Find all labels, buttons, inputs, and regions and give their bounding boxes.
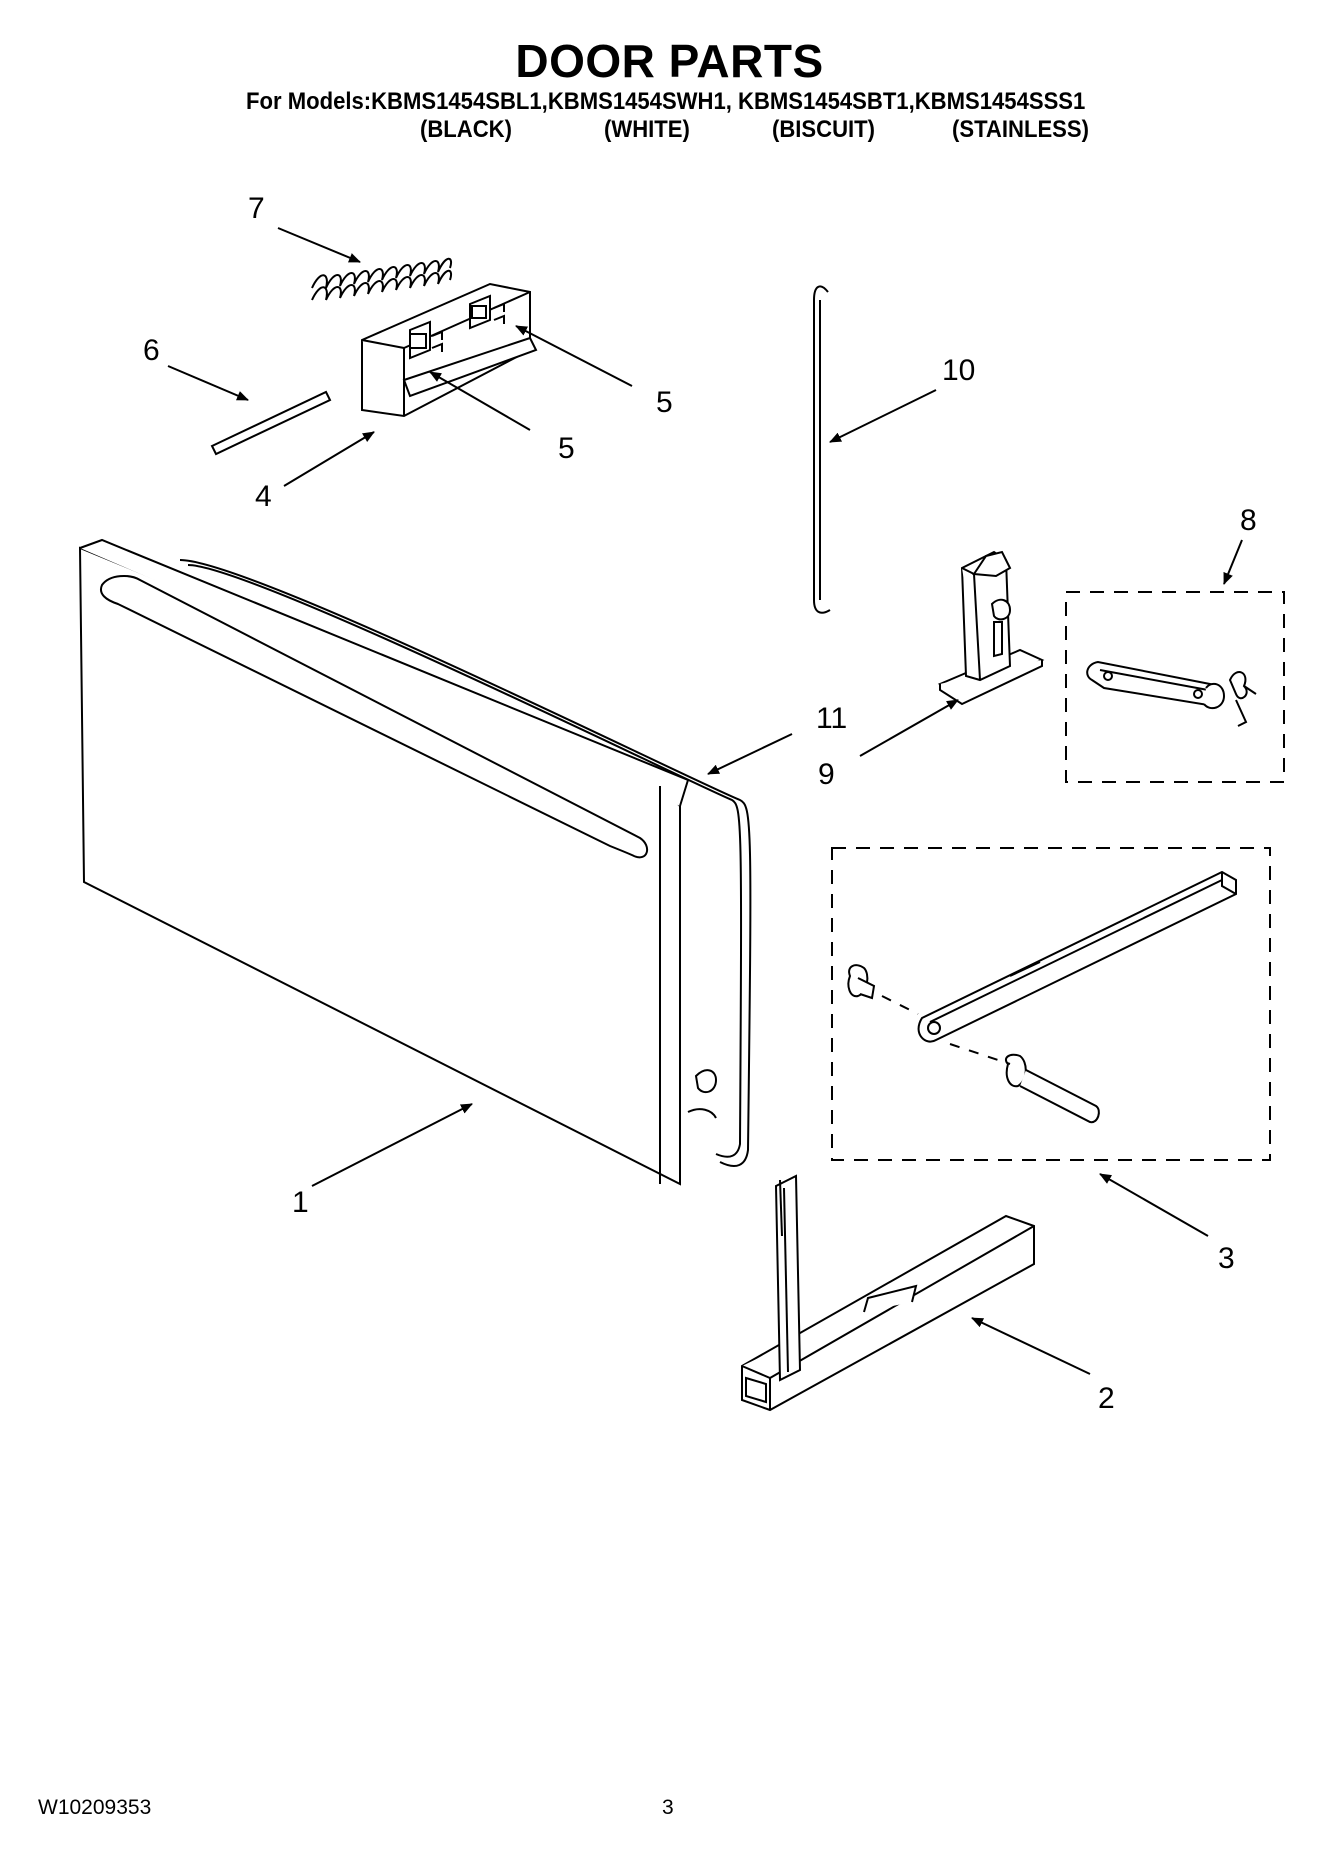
color-label-stainless: (STAINLESS) bbox=[952, 116, 1089, 143]
part-5-clips bbox=[409, 302, 505, 352]
callout-4: 4 bbox=[255, 480, 272, 513]
part-4-bracket bbox=[361, 282, 538, 418]
part-8-group bbox=[1065, 591, 1285, 783]
callout-10: 10 bbox=[942, 354, 975, 387]
part-2-hinge-arm bbox=[741, 1174, 1035, 1412]
part-10-rod bbox=[813, 285, 831, 614]
part-3-dash-lines bbox=[881, 995, 1011, 1065]
callout-6: 6 bbox=[143, 334, 160, 367]
page-number: 3 bbox=[662, 1796, 674, 1819]
callout-7: 7 bbox=[248, 192, 265, 225]
part-7-spring bbox=[311, 257, 452, 301]
models-line: For Models:KBMS1454SBL1,KBMS1454SWH1, KB… bbox=[246, 88, 1086, 115]
leader-lines bbox=[167, 227, 1243, 1375]
callout-5-upper: 5 bbox=[656, 386, 673, 419]
callout-5-lower: 5 bbox=[558, 432, 575, 465]
callout-3: 3 bbox=[1218, 1242, 1235, 1275]
page-title: DOOR PARTS bbox=[515, 35, 824, 87]
callout-11: 11 bbox=[816, 702, 847, 735]
part-3-group bbox=[831, 847, 1271, 1161]
callout-8: 8 bbox=[1240, 504, 1257, 537]
callout-1: 1 bbox=[292, 1186, 309, 1219]
color-label-biscuit: (BISCUIT) bbox=[772, 116, 876, 143]
callout-9: 9 bbox=[818, 758, 835, 791]
part-9-latch bbox=[937, 550, 1045, 706]
color-label-white: (WHITE) bbox=[604, 116, 690, 143]
callout-2: 2 bbox=[1098, 1382, 1115, 1415]
color-label-black: (BLACK) bbox=[420, 116, 512, 143]
part-6-rod bbox=[210, 390, 332, 456]
part-1-door-panel bbox=[78, 538, 752, 1186]
document-number: W10209353 bbox=[38, 1796, 152, 1819]
